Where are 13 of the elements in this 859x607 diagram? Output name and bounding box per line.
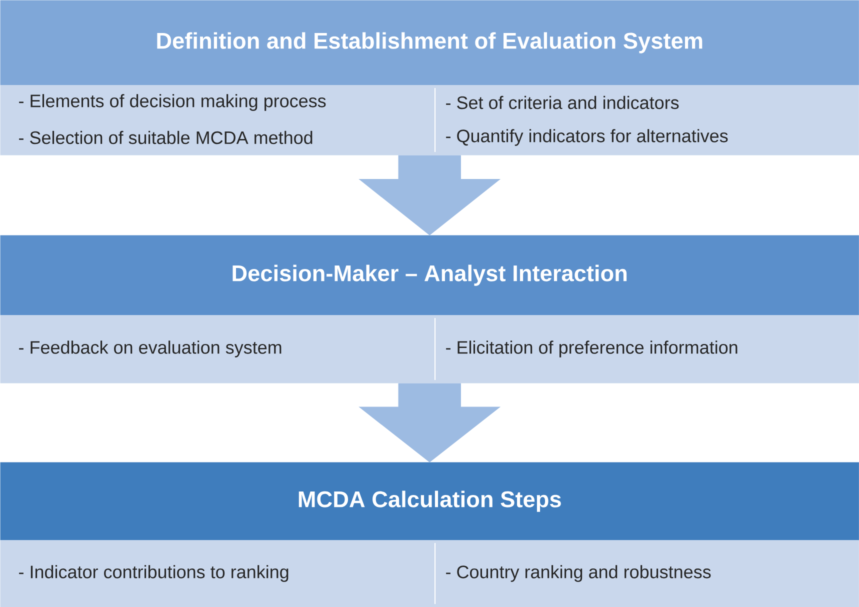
header-band: Definition and Establishment of Evaluation System bbox=[0, 0, 859, 86]
bullet-text: - Elements of decision making process bbox=[19, 94, 326, 111]
bullet-text: - Feedback on evaluation system bbox=[19, 340, 282, 358]
block-arrow bbox=[358, 155, 501, 236]
block-arrow bbox=[358, 383, 501, 462]
bullet-text: - Quantify indicators for alternatives bbox=[446, 129, 728, 146]
header-band: Decision-Maker – Analyst Interaction bbox=[0, 235, 859, 316]
bullet-text: - Indicator contributions to ranking bbox=[19, 565, 288, 582]
header-band: MCDA Calculation Steps bbox=[0, 462, 859, 540]
bullet-text: - Country ranking and robustness bbox=[446, 565, 711, 582]
bullet-text: - Selection of suitable MCDA method bbox=[19, 130, 312, 144]
bullet-text: - Elicitation of preference information bbox=[446, 340, 738, 358]
bullet-text: - Set of criteria and indicators bbox=[446, 96, 679, 110]
